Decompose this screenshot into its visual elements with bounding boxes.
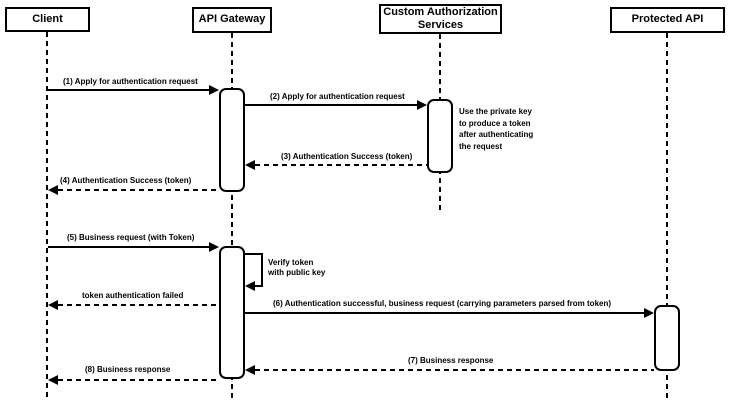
activation-protected-api <box>654 305 680 371</box>
message-token-failed-arrowhead <box>48 300 58 310</box>
message-8-label: (8) Business response <box>85 365 171 374</box>
message-7-line <box>255 369 654 371</box>
participant-api-gateway: API Gateway <box>192 7 272 33</box>
message-3-arrowhead <box>245 160 255 170</box>
message-1-label: (1) Apply for authentication request <box>63 77 198 86</box>
message-token-failed-line <box>58 304 219 306</box>
note-private-key: Use the private key to produce a token a… <box>459 107 534 151</box>
activation-api-gateway-business <box>219 246 245 379</box>
self-message-line-right <box>261 253 263 287</box>
message-8-line <box>58 379 219 381</box>
self-message-arrowhead <box>245 281 255 291</box>
message-7-arrowhead <box>245 365 255 375</box>
activation-api-gateway-auth <box>219 88 245 192</box>
activation-custom-authorization <box>427 99 453 173</box>
message-2-arrowhead <box>417 100 427 110</box>
message-2-label: (2) Apply for authentication request <box>270 92 405 101</box>
participant-custom-authorization-services: Custom Authorization Services <box>379 4 502 34</box>
message-1-arrowhead <box>209 85 219 95</box>
message-5-label: (5) Business request (with Token) <box>67 233 195 242</box>
message-5-arrowhead <box>209 242 219 252</box>
message-3-line <box>255 164 427 166</box>
message-6-label: (6) Authentication successful, business … <box>273 299 612 308</box>
participant-client: Client <box>5 7 90 32</box>
lifeline-protected-api <box>666 33 668 400</box>
message-4-line <box>58 189 219 191</box>
message-5-line <box>48 246 209 248</box>
lifeline-api-gateway <box>231 33 233 400</box>
message-8-arrowhead <box>48 375 58 385</box>
message-2-line <box>245 104 417 106</box>
self-message-label: Verify token with public key <box>268 258 326 278</box>
participant-protected-api: Protected API <box>610 7 725 33</box>
message-token-failed-label: token authentication failed <box>82 291 184 300</box>
message-4-arrowhead <box>48 185 58 195</box>
self-message-line-bottom <box>255 285 263 287</box>
self-message-line-top <box>245 253 263 255</box>
message-3-label: (3) Authentication Success (token) <box>281 152 413 161</box>
message-4-label: (4) Authentication Success (token) <box>60 176 192 185</box>
message-7-label: (7) Business response <box>408 356 494 365</box>
lifeline-client <box>46 32 48 400</box>
message-6-line <box>245 312 644 314</box>
message-6-arrowhead <box>644 308 654 318</box>
message-1-line <box>48 89 209 91</box>
